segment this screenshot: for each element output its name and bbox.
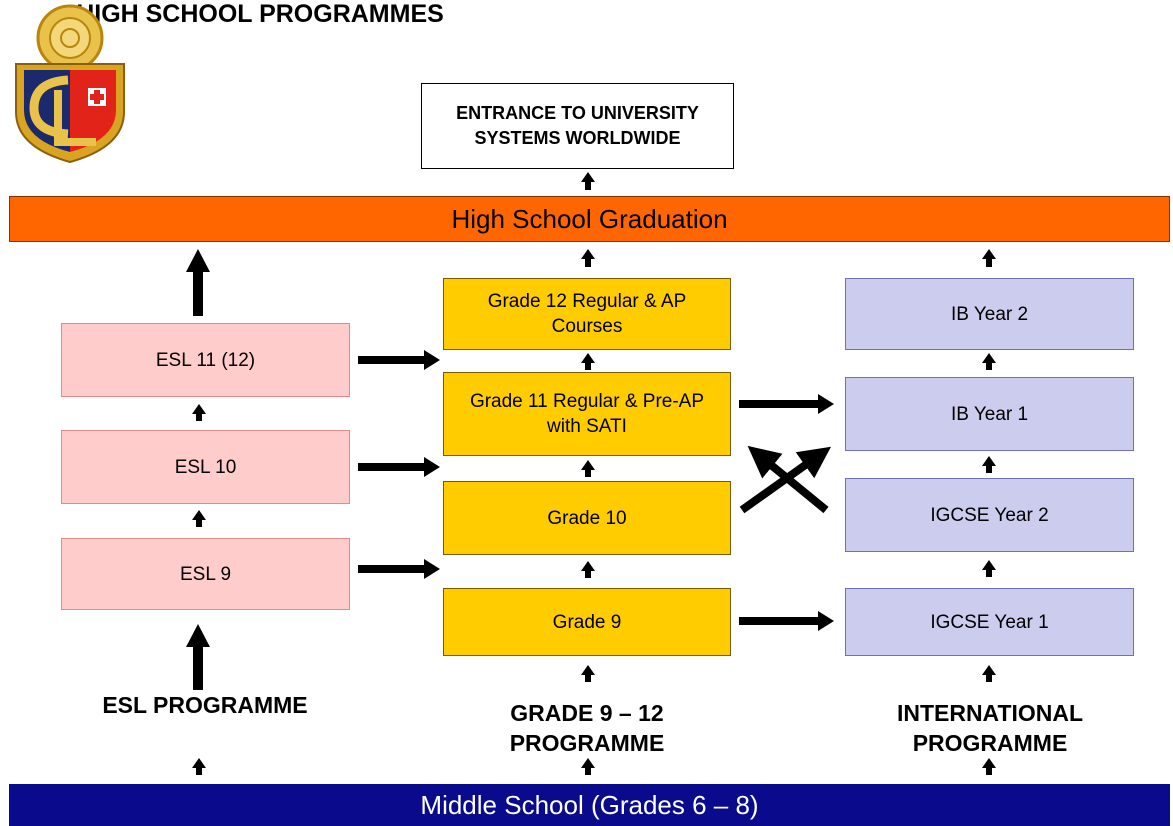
up-arrow — [581, 249, 595, 267]
esl-11-box: ESL 11 (12) — [61, 323, 350, 397]
large-up-arrow — [186, 624, 210, 690]
grade-10-box: Grade 10 — [443, 481, 731, 555]
esl-programme-label: ESL PROGRAMME — [100, 690, 310, 720]
esl-programme-label-text: ESL PROGRAMME — [102, 692, 308, 718]
university-entrance-text: ENTRANCE TO UNIVERSITY SYSTEMS WORLDWIDE — [456, 103, 699, 148]
grade-12-box: Grade 12 Regular & AP Courses — [443, 278, 731, 350]
up-arrow — [982, 560, 996, 577]
right-arrow — [358, 457, 440, 477]
up-arrow — [982, 456, 996, 473]
page-title: HIGH SCHOOL PROGRAMMES — [76, 0, 444, 28]
right-arrow — [739, 611, 834, 631]
up-arrow — [581, 460, 595, 477]
up-arrow — [581, 172, 595, 190]
up-arrow — [192, 758, 206, 775]
grade-11-box: Grade 11 Regular & Pre-AP with SATI — [443, 372, 731, 456]
up-arrow — [192, 404, 206, 421]
up-arrow — [581, 758, 595, 775]
grade-programme-label: GRADE 9 – 12 PROGRAMME — [462, 698, 712, 758]
high-school-graduation-band: High School Graduation — [9, 196, 1170, 242]
international-programme-label-text: INTERNATIONAL PROGRAMME — [896, 700, 1084, 756]
up-arrow — [982, 665, 996, 682]
middle-school-band: Middle School (Grades 6 – 8) — [9, 784, 1170, 826]
right-arrow — [358, 350, 440, 370]
cross-arrow-up-right — [739, 446, 832, 514]
esl-9-box: ESL 9 — [61, 538, 350, 610]
cross-arrow-up-left — [747, 445, 829, 514]
igcse-year-2-box: IGCSE Year 2 — [845, 478, 1134, 552]
ib-year-1-box: IB Year 1 — [845, 377, 1134, 451]
university-entrance-box: ENTRANCE TO UNIVERSITY SYSTEMS WORLDWIDE — [421, 83, 734, 169]
up-arrow — [982, 249, 996, 267]
grade-programme-label-text: GRADE 9 – 12 PROGRAMME — [509, 700, 665, 756]
large-up-arrow — [186, 249, 210, 316]
up-arrow — [581, 353, 595, 370]
up-arrow — [982, 353, 996, 370]
up-arrow — [581, 561, 595, 578]
up-arrow — [192, 510, 206, 527]
ib-year-2-box: IB Year 2 — [845, 278, 1134, 350]
right-arrow — [739, 394, 834, 414]
school-crest-icon — [15, 4, 125, 164]
igcse-year-1-box: IGCSE Year 1 — [845, 588, 1134, 656]
international-programme-label: INTERNATIONAL PROGRAMME — [850, 698, 1130, 758]
up-arrow — [581, 665, 595, 682]
up-arrow — [982, 758, 996, 775]
grade-9-box: Grade 9 — [443, 588, 731, 656]
right-arrow — [358, 559, 440, 579]
esl-10-box: ESL 10 — [61, 430, 350, 504]
